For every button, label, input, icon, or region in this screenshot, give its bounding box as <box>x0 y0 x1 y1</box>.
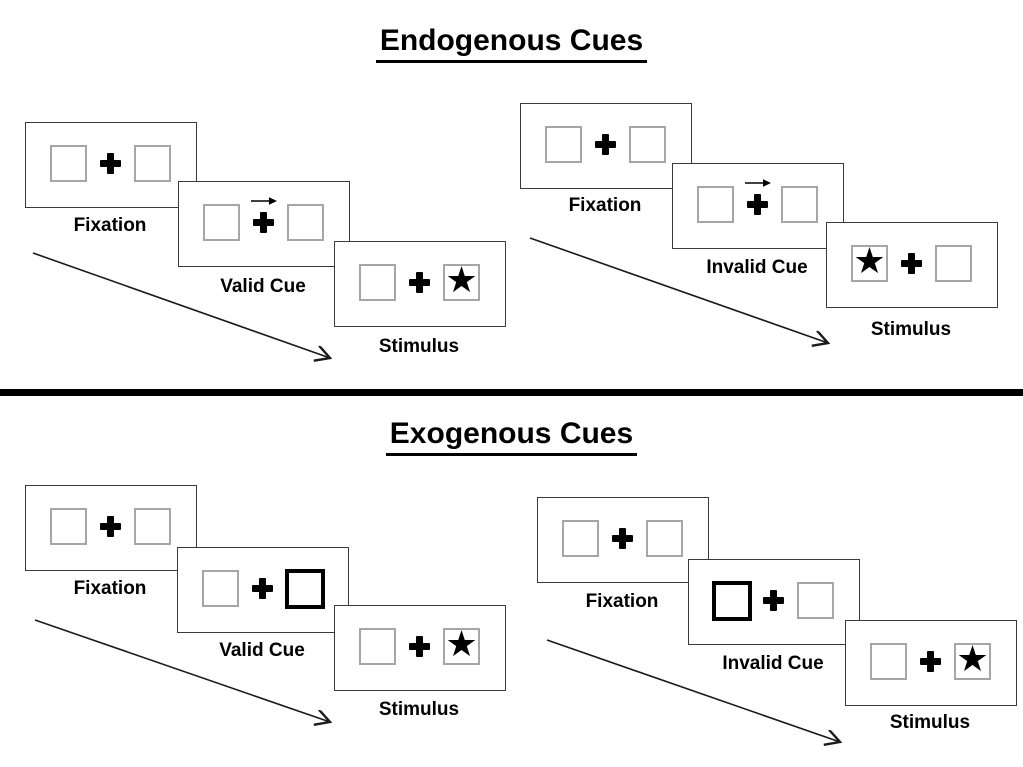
panel-label: Stimulus <box>889 712 971 733</box>
panel-label: Valid Cue <box>219 640 305 661</box>
panel-label: Fixation <box>73 215 147 236</box>
fixation-cross-icon <box>920 651 941 672</box>
fixation-cross-icon <box>763 590 784 611</box>
section-title-exogenous: Exogenous Cues <box>0 417 1023 456</box>
panel-label: Fixation <box>585 591 659 612</box>
panel-label: Fixation <box>73 578 147 599</box>
star-icon: ★ <box>445 259 478 301</box>
fixation-cross-icon <box>747 194 768 215</box>
section-title-endogenous: Endogenous Cues <box>0 24 1023 63</box>
placeholder-box-right <box>629 126 666 163</box>
placeholder-box-left <box>359 628 396 665</box>
panel-label: Valid Cue <box>220 276 306 297</box>
panel-fixation <box>25 122 197 208</box>
fixation-cross-icon <box>595 134 616 155</box>
panel-valid-cue <box>178 181 350 267</box>
fixation-cross-icon <box>901 253 922 274</box>
placeholder-box-left <box>203 204 240 241</box>
cue-highlight-box-right <box>285 569 325 609</box>
placeholder-box-right <box>646 520 683 557</box>
panel-invalid-cue <box>688 559 860 645</box>
stimulus-box-right: ★ <box>954 638 991 680</box>
placeholder-box-left <box>697 186 734 223</box>
cue-highlight-box-left <box>712 581 752 621</box>
section-divider <box>0 389 1023 396</box>
star-icon: ★ <box>956 638 989 680</box>
fixation-cross-icon <box>253 212 274 233</box>
timeline-arrow-exo-valid <box>34 619 330 722</box>
placeholder-box-right <box>134 508 171 545</box>
section-title-text: Exogenous Cues <box>385 417 638 456</box>
fixation-cross-icon <box>409 636 430 657</box>
panel-stimulus: ★ <box>826 222 998 308</box>
panel-fixation <box>537 497 709 583</box>
panel-valid-cue <box>177 547 349 633</box>
placeholder-box-left <box>50 145 87 182</box>
placeholder-box-right <box>797 582 834 619</box>
timeline-arrow-endo-invalid <box>529 237 828 343</box>
fixation-cross-icon <box>252 578 273 599</box>
stimulus-box-right: ★ <box>443 259 480 301</box>
panel-label: Stimulus <box>378 699 460 720</box>
placeholder-box-left <box>202 570 239 607</box>
panel-label: Fixation <box>568 195 642 216</box>
placeholder-box-left <box>545 126 582 163</box>
placeholder-box-right <box>935 245 972 282</box>
panel-stimulus: ★ <box>845 620 1017 706</box>
placeholder-box-right <box>134 145 171 182</box>
placeholder-box-left <box>870 643 907 680</box>
panel-invalid-cue <box>672 163 844 249</box>
panel-label: Invalid Cue <box>706 257 808 278</box>
timeline-arrow-endo-valid <box>32 252 330 358</box>
cue-right-arrow-icon <box>745 179 771 187</box>
panel-fixation <box>520 103 692 189</box>
cue-right-arrow-icon <box>251 197 277 205</box>
fixation-cross-icon <box>409 272 430 293</box>
panel-stimulus: ★ <box>334 241 506 327</box>
section-title-text: Endogenous Cues <box>375 24 648 63</box>
placeholder-box-right <box>287 204 324 241</box>
panel-label: Invalid Cue <box>722 653 824 674</box>
fixation-cross-icon <box>612 528 633 549</box>
stimulus-box-left: ★ <box>851 240 888 282</box>
panel-fixation <box>25 485 197 571</box>
placeholder-box-left <box>562 520 599 557</box>
star-icon: ★ <box>445 623 478 665</box>
fixation-cross-icon <box>100 516 121 537</box>
panel-label: Stimulus <box>870 319 952 340</box>
placeholder-box-left <box>359 264 396 301</box>
panel-stimulus: ★ <box>334 605 506 691</box>
placeholder-box-left <box>50 508 87 545</box>
fixation-cross-icon <box>100 153 121 174</box>
stimulus-box-right: ★ <box>443 623 480 665</box>
placeholder-box-right <box>781 186 818 223</box>
panel-label: Stimulus <box>378 336 460 357</box>
star-icon: ★ <box>853 240 886 282</box>
